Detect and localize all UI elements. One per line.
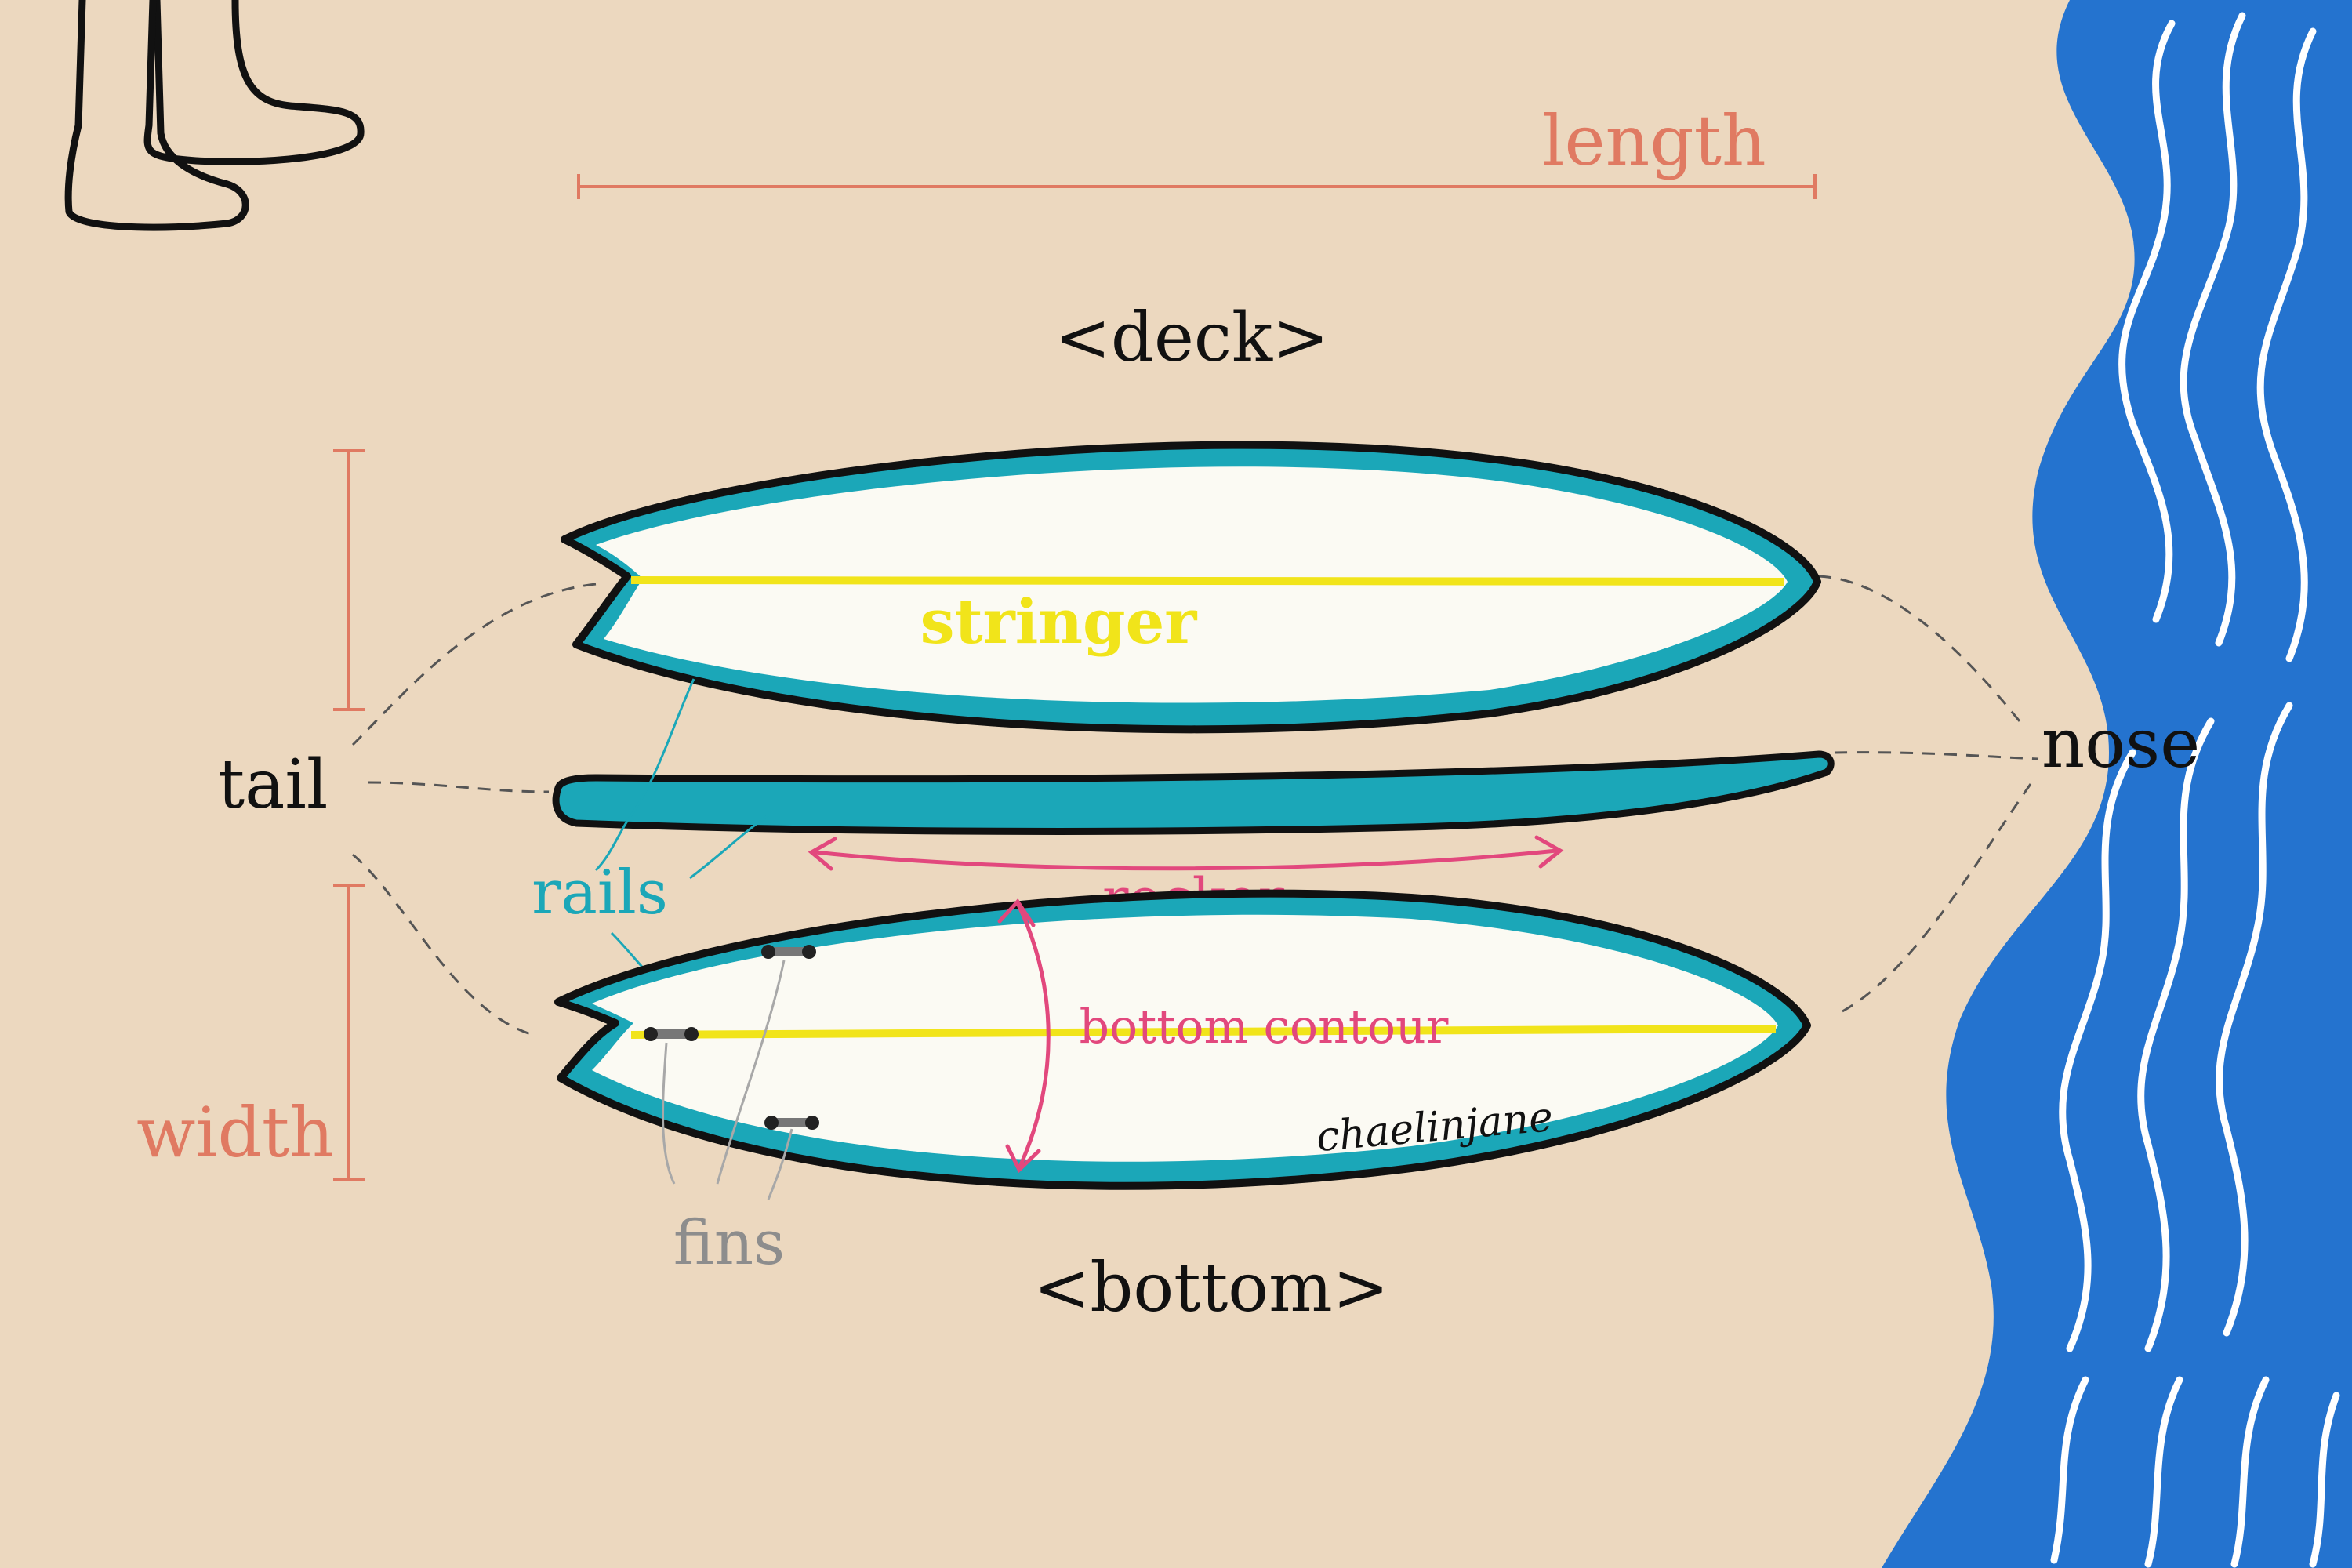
fin-plugs — [644, 945, 819, 1130]
fins-pointers — [662, 960, 793, 1200]
fin-plug-bottom — [764, 1116, 819, 1130]
person-legs-icon — [64, 0, 365, 231]
profile-board — [552, 750, 1835, 835]
bottom-board-surface — [592, 914, 1778, 1162]
bottom-heading: <bottom> — [1033, 1249, 1388, 1327]
rocker-arrow — [808, 835, 1564, 871]
profile-board-body — [552, 750, 1835, 835]
length-label: length — [1542, 100, 1766, 181]
rails-label: rails — [532, 858, 668, 928]
length-measure — [577, 174, 1817, 199]
fin-plug-center — [644, 1027, 699, 1041]
fins-label: fins — [673, 1208, 785, 1279]
tail-label: tail — [218, 746, 328, 824]
bottom-board: chaelinjane — [554, 889, 1811, 1190]
deck-stringer-line — [630, 576, 1784, 586]
wave-lines — [2050, 12, 2340, 1568]
width-label: width — [136, 1092, 334, 1173]
stringer-label: stringer — [920, 586, 1198, 658]
fin-plug-top — [761, 945, 816, 959]
width-measure — [333, 449, 365, 1181]
deck-heading: <deck> — [1054, 299, 1329, 377]
deck-board — [561, 441, 1821, 734]
bottom-contour-arrow — [997, 898, 1051, 1174]
dashed-outline-connectors — [351, 575, 2039, 1036]
bottom-contour-label: bottom contour — [1080, 1000, 1449, 1054]
bottom-stringer-line — [630, 1025, 1777, 1039]
ocean-waves-icon — [1882, 0, 2352, 1568]
nose-label: nose — [2042, 705, 2200, 783]
